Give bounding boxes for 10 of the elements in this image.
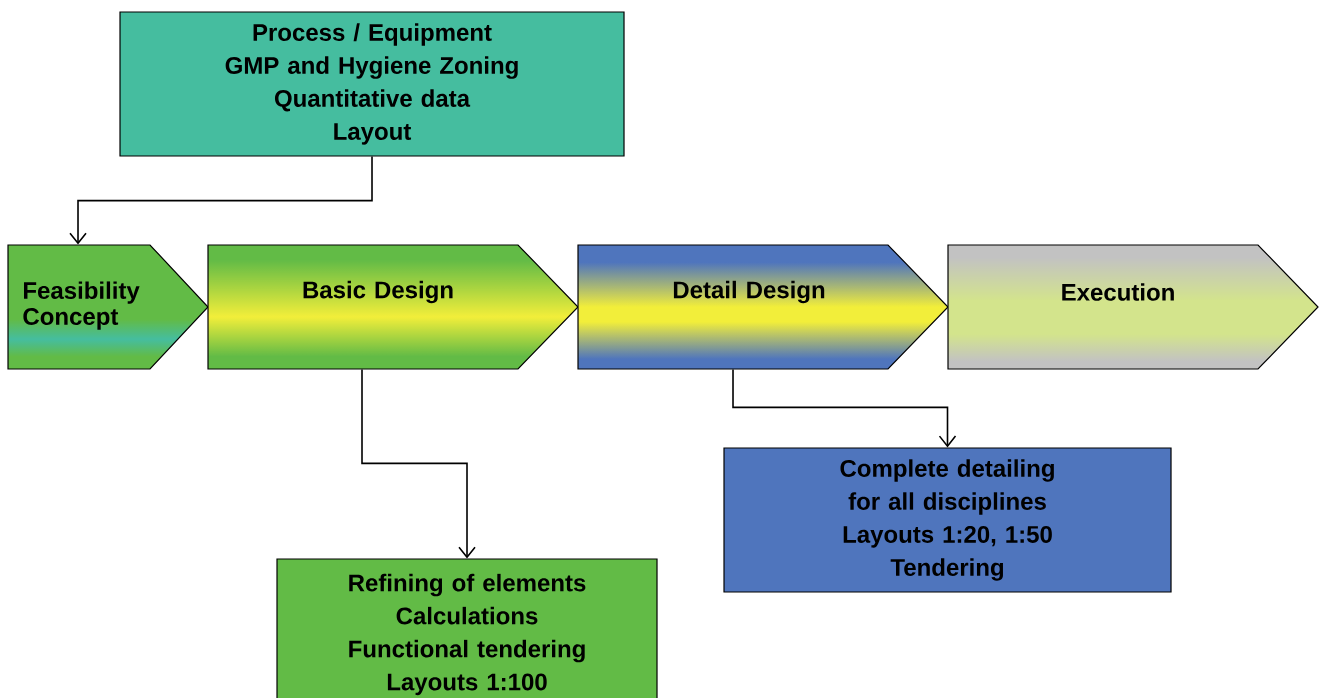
arrow — [69, 155, 373, 245]
arrow — [361, 368, 476, 559]
phase-band: Basic Design — [207, 244, 579, 370]
arrow — [732, 368, 957, 448]
phase-band: Feasibility Concept — [7, 244, 209, 370]
phase-band: Detail Design — [577, 244, 949, 370]
process-box: Complete detailing for all disciplines Layouts 1:20, 1:50 Tendering — [723, 447, 1172, 593]
process-box: Process / Equipment GMP and Hygiene Zoning Quantitative data Layout — [119, 11, 625, 157]
phase-band: Execution — [947, 244, 1319, 370]
process-box: Refining of elements Calculations Functional tendering Layouts 1:100 — [276, 558, 658, 698]
